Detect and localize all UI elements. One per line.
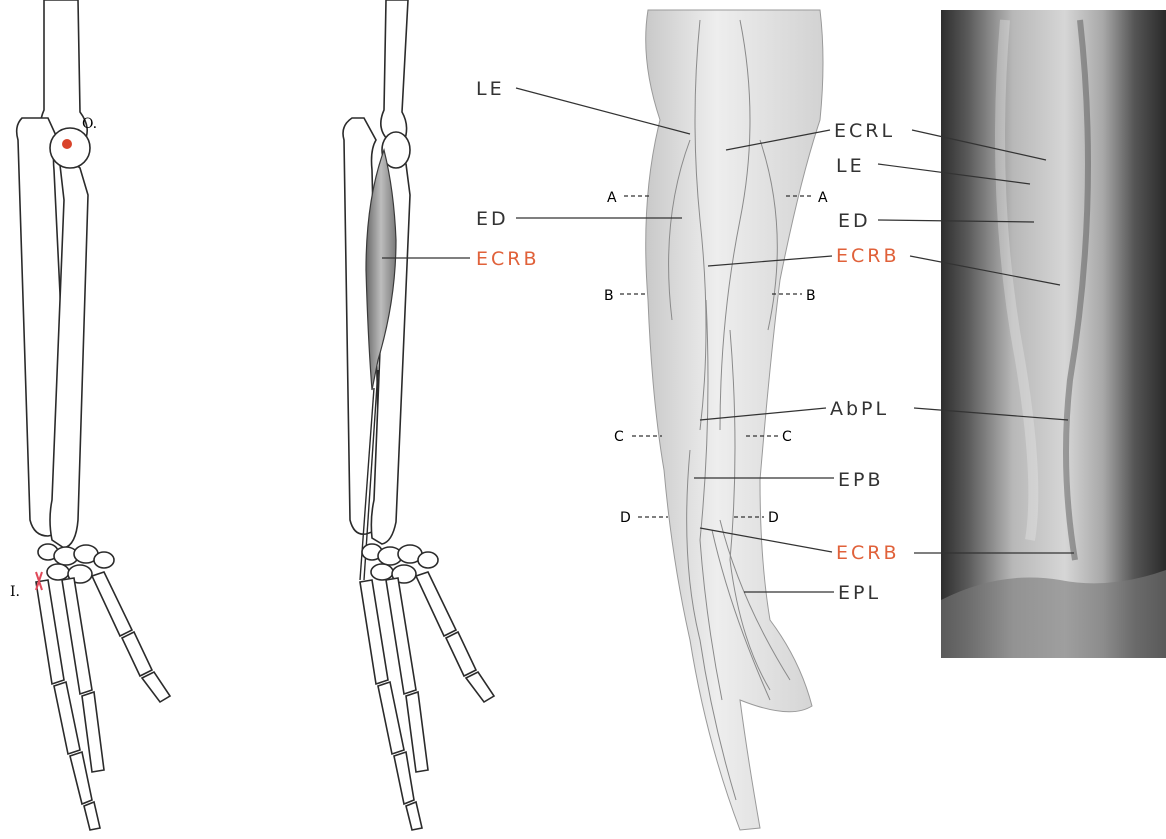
ed-label-3: ED [476,208,509,230]
ecrl-label-3: ECRL [834,120,895,142]
ecrb-label-3: ECRB [836,245,900,267]
forearm-photo [941,10,1166,658]
epl-label-3: EPL [838,582,881,604]
origin-dot [62,139,72,149]
insertion-label: I. [10,584,20,600]
le-label-4: LE [836,155,865,177]
panel-skeleton-origin-insertion: O. I. [10,0,170,830]
ecrb-tendon-label-3: ECRB [836,542,900,564]
section-c-left: C [614,429,625,445]
panel-skeleton-muscle: ECRB [343,0,540,830]
digit-bones-2 [360,572,494,830]
section-d-left: D [620,510,632,526]
section-d-right: D [768,510,780,526]
section-c-right: C [782,429,793,445]
le-label-3: LE [476,78,505,100]
panel-muscle-sketch: A A B B C C D D LE ECRL ED ECRB AbPL [476,10,900,830]
section-a-right: A [818,190,829,206]
epb-label-3: EPB [838,469,884,491]
section-b-right: B [806,288,817,304]
origin-label: O. [82,116,97,132]
ecrb-label-2: ECRB [476,248,540,270]
digit-bones [36,572,170,830]
humerus-bone-2 [381,0,408,142]
section-a-left: A [607,190,618,206]
ed-label-4: ED [838,210,871,232]
abpl-label-3: AbPL [830,398,889,420]
section-b-left: B [604,288,615,304]
